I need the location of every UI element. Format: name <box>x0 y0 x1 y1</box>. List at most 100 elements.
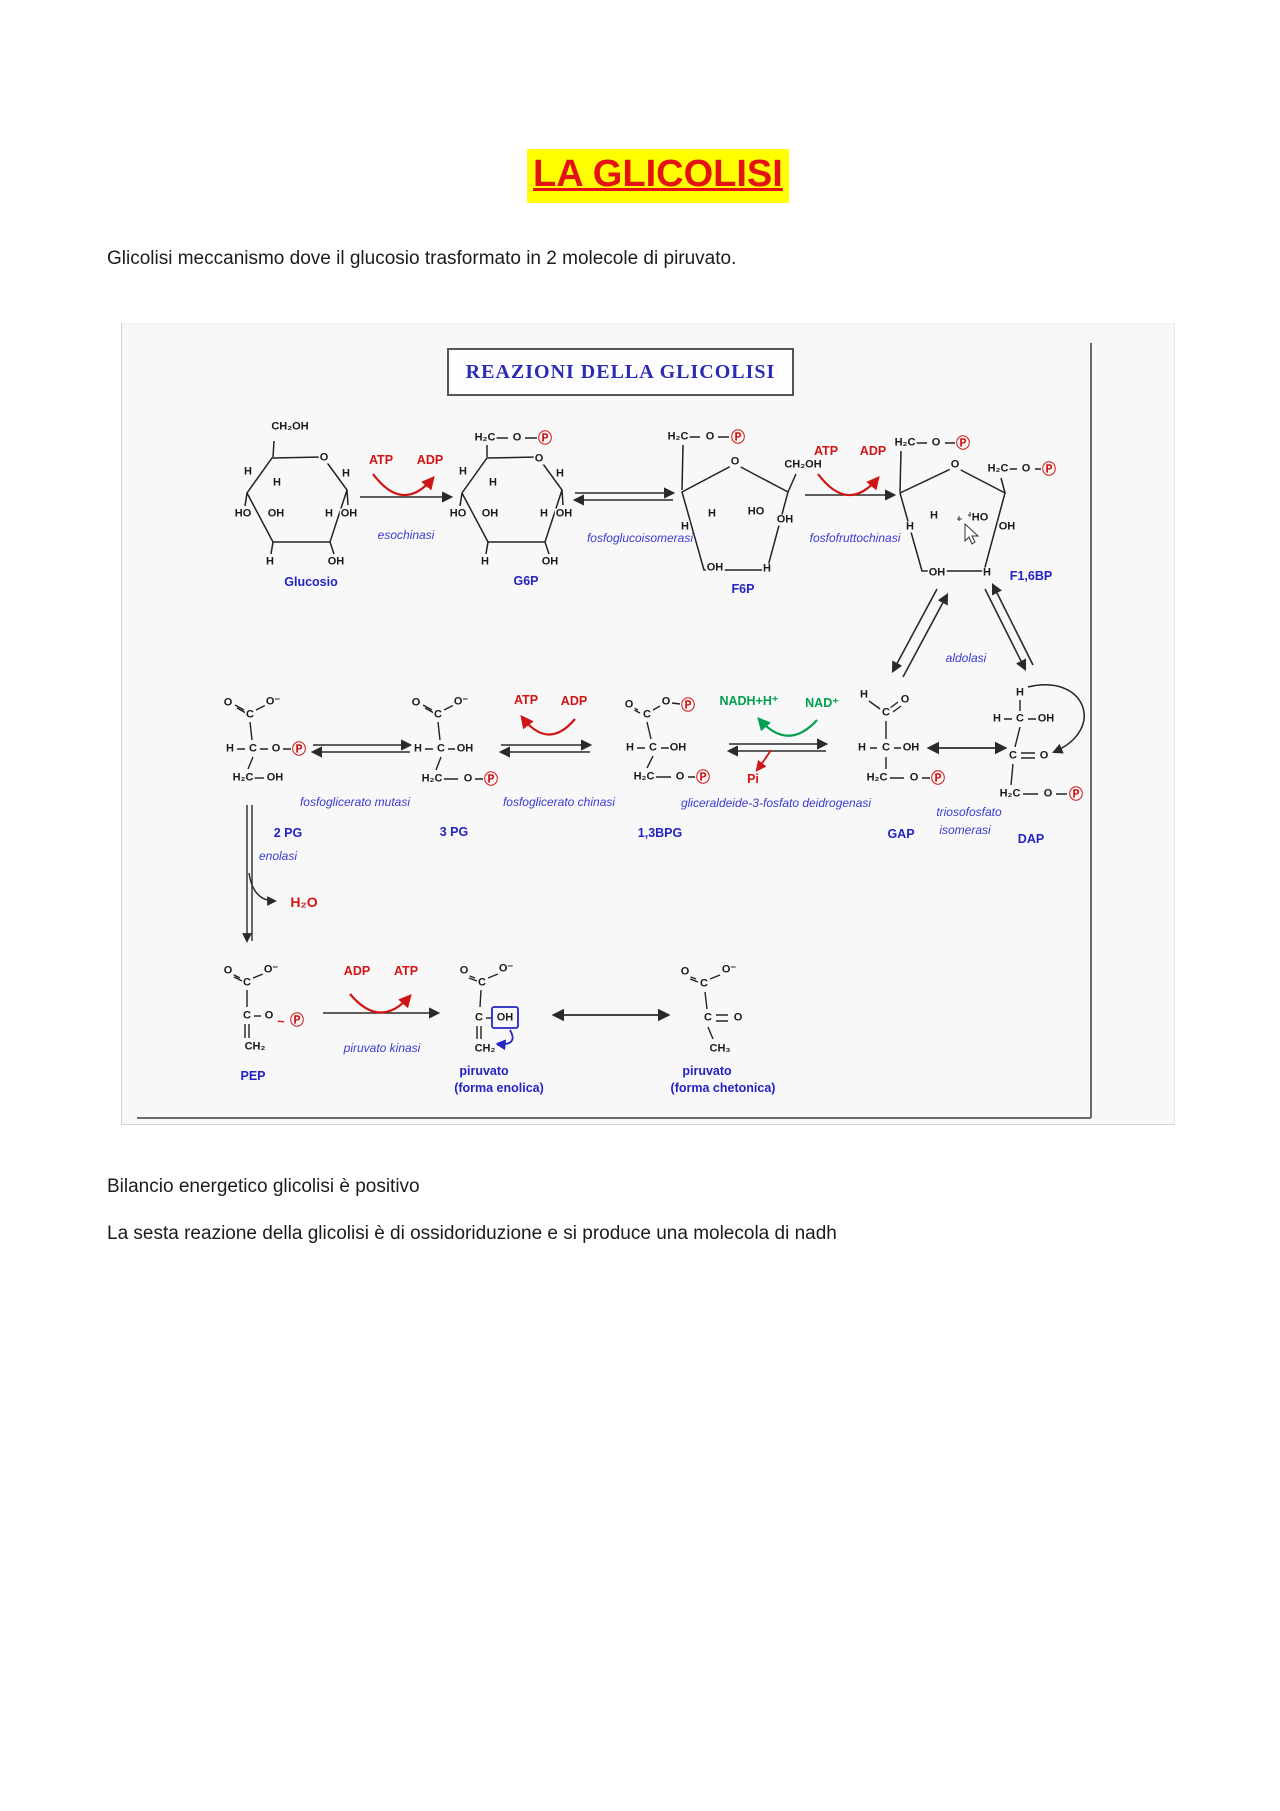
fig-label: piruvato <box>459 1063 509 1078</box>
fig-label: O⁻ <box>452 695 470 708</box>
fig-label: O⁻ <box>264 695 282 708</box>
fosfoglucoisomerasi-arrows <box>572 487 676 506</box>
2pg-bonds <box>234 704 291 779</box>
fig-label: piruvato <box>682 1063 732 1078</box>
fig-label: Ⓟ <box>1042 461 1056 477</box>
fig-label: O <box>458 964 470 977</box>
fig-label: C <box>477 976 487 989</box>
fig-label: F1,6BP <box>1009 568 1053 583</box>
fig-label: Ⓟ <box>931 770 945 786</box>
fig-label: HO <box>448 507 468 520</box>
mouse-cursor-icon <box>957 512 980 545</box>
fig-label: CH₂ <box>243 1040 267 1053</box>
fig-label: OH <box>705 561 725 574</box>
fig-label: C <box>245 708 255 721</box>
aldolasi-arrows <box>891 582 1034 678</box>
fig-label: OH <box>668 741 688 754</box>
figure-title-box: REAZIONI DELLA GLICOLISI <box>447 348 794 396</box>
fig-label: NADH+H⁺ <box>719 693 779 708</box>
fig-label: C <box>703 1011 713 1024</box>
fig-label: triosofosfato <box>936 805 1002 819</box>
fig-label: C <box>1008 749 1018 762</box>
fig-label: H <box>1015 686 1025 699</box>
fig-label: O <box>674 770 686 783</box>
fig-label: ATP <box>368 452 394 467</box>
fig-label: OH <box>339 507 359 520</box>
fig-label: Ⓟ <box>696 769 710 785</box>
fig-label: H₂C <box>986 462 1010 475</box>
mutasi-arrows <box>310 739 413 758</box>
fig-label: Ⓟ <box>290 1012 304 1028</box>
deidrogenasi-arrows <box>726 717 829 772</box>
fig-label: enolasi <box>258 849 298 863</box>
fig-label: ATP <box>813 443 839 458</box>
fig-label: CH₂OH <box>270 420 310 433</box>
fig-label: H₂C <box>893 436 917 449</box>
fig-label: H <box>857 741 867 754</box>
fig-label: C <box>436 742 446 755</box>
fig-label: (forma chetonica) <box>670 1080 776 1095</box>
fig-label: O⁻ <box>262 963 280 976</box>
fosfofruttochinasi-arrow <box>805 473 897 501</box>
fig-label: H <box>413 742 423 755</box>
3pg-bonds <box>422 704 483 780</box>
fig-label: O <box>222 964 234 977</box>
piruvato-enolica-bonds <box>466 973 519 1051</box>
esochinasi-arrow <box>360 473 454 503</box>
fig-label: O <box>270 742 282 755</box>
f16bp-ring <box>899 442 1041 572</box>
gap-bonds <box>868 700 930 779</box>
fig-label: H <box>762 562 772 575</box>
fig-label: H <box>992 712 1002 725</box>
fig-label: ATP <box>513 692 539 707</box>
g6p-ring <box>459 437 564 555</box>
fig-label: Ⓟ <box>681 697 695 713</box>
fig-label: F6P <box>731 581 755 596</box>
fig-label: H <box>929 509 939 522</box>
fig-label: H <box>555 467 565 480</box>
fig-label: H <box>905 520 915 533</box>
fig-label: H₂C <box>231 771 255 784</box>
fig-label: OH <box>927 566 947 579</box>
fig-label: fosfofruttochinasi <box>809 531 901 545</box>
fig-label: OH <box>901 741 921 754</box>
fig-label: O <box>533 452 545 465</box>
fig-label: OH <box>540 555 560 568</box>
fig-label: 3 PG <box>439 824 469 839</box>
glucose-ring <box>244 440 349 555</box>
fig-label: O <box>899 693 911 706</box>
fig-label: C <box>642 708 652 721</box>
fig-label: Ⓟ <box>538 430 552 446</box>
fig-label: H <box>480 555 490 568</box>
fig-label: H <box>680 520 690 533</box>
fig-label: esochinasi <box>377 528 435 542</box>
reaction-diagram-drawing <box>137 343 1092 1119</box>
fig-label: H <box>324 507 334 520</box>
fig-label: isomerasi <box>939 823 991 837</box>
fig-label: O <box>1042 787 1054 800</box>
fig-label: OH <box>326 555 346 568</box>
fig-label: C <box>242 1009 252 1022</box>
fig-label: O <box>318 451 330 464</box>
fig-label: C <box>248 742 258 755</box>
fig-label: Glucosio <box>284 574 338 589</box>
fig-label: Ⓟ <box>292 741 306 757</box>
fig-label: OH <box>997 520 1017 533</box>
fig-label: O <box>623 698 635 711</box>
fig-label: H <box>458 465 468 478</box>
fig-label: fosfoglucoisomerasi <box>586 531 694 545</box>
fig-label: ~ <box>277 1014 285 1029</box>
fig-label: H <box>859 688 869 701</box>
fig-label: OH <box>266 507 286 520</box>
fig-label: O <box>660 695 672 708</box>
fig-label: ADP <box>343 963 371 978</box>
fig-label: H₂C <box>666 430 690 443</box>
note2-paragraph: La sesta reazione della glicolisi è di o… <box>107 1223 837 1244</box>
fig-label: 2 PG <box>273 825 303 840</box>
fig-label: H₂C <box>632 770 656 783</box>
fig-label: H₂O <box>290 894 318 910</box>
fig-label: gliceraldeide-3-fosfato deidrogenasi <box>680 796 872 810</box>
fig-label: O⁻ <box>497 962 515 975</box>
pep-bonds <box>231 973 264 1038</box>
fig-label: OH <box>554 507 574 520</box>
